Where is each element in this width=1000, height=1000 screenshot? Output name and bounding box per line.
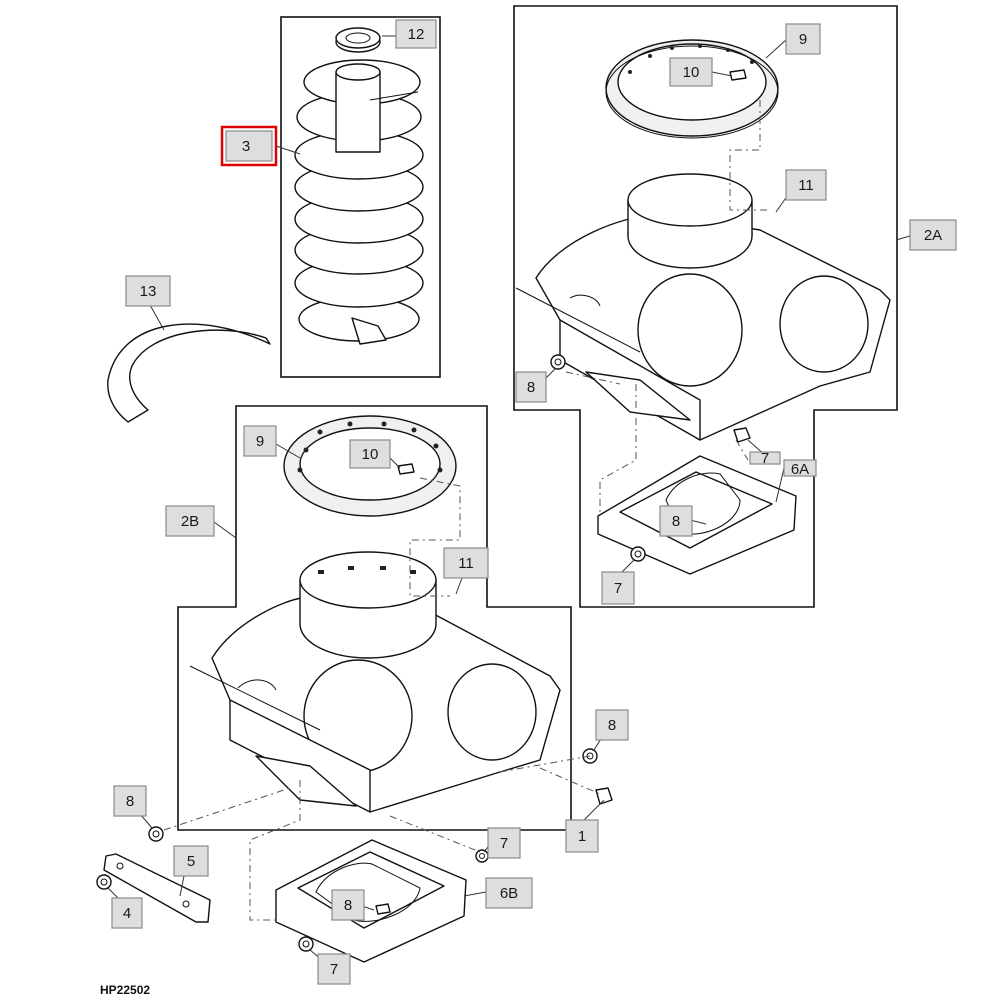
svg-text:7: 7 — [330, 961, 338, 978]
svg-text:10: 10 — [362, 446, 379, 463]
svg-text:8: 8 — [672, 513, 680, 530]
housing-2a-frame — [513, 5, 898, 608]
nut-7-bottom — [298, 936, 314, 952]
bolt-1-part — [595, 787, 613, 805]
callout-2b[interactable]: 2B — [165, 505, 215, 537]
callout-4[interactable]: 4 — [111, 897, 143, 929]
nut-8-left — [148, 826, 164, 842]
svg-text:9: 9 — [799, 31, 807, 48]
callout-9-upper[interactable]: 9 — [785, 23, 821, 55]
callout-13[interactable]: 13 — [125, 275, 171, 307]
svg-text:2B: 2B — [181, 513, 199, 530]
callout-1[interactable]: 1 — [565, 819, 599, 853]
plate-5-part — [103, 853, 211, 923]
figure-id: HP22502 — [100, 983, 150, 997]
svg-text:7: 7 — [500, 835, 508, 852]
screw-10-upper — [729, 69, 747, 81]
callout-7-upper[interactable]: 7 — [749, 450, 781, 467]
svg-text:8: 8 — [344, 897, 352, 914]
screw-8-lower — [375, 903, 391, 915]
nut-4-part — [96, 874, 112, 890]
svg-text:1: 1 — [578, 828, 586, 845]
svg-text:7: 7 — [761, 450, 769, 467]
callout-7-bottom[interactable]: 7 — [317, 953, 351, 985]
callout-7-base-6a[interactable]: 7 — [601, 571, 635, 605]
svg-text:2A: 2A — [924, 227, 942, 244]
callout-7-mid[interactable]: 7 — [487, 827, 521, 859]
svg-text:7: 7 — [614, 580, 622, 597]
nut-7-lower-right — [630, 546, 646, 562]
svg-text:3: 3 — [242, 138, 250, 155]
auger-part — [294, 59, 424, 345]
svg-text:4: 4 — [123, 905, 131, 922]
svg-text:8: 8 — [527, 379, 535, 396]
callout-10-upper[interactable]: 10 — [669, 57, 713, 87]
svg-text:6A: 6A — [791, 461, 809, 478]
svg-text:11: 11 — [798, 177, 814, 194]
ring-9-upper — [605, 39, 779, 139]
svg-text:8: 8 — [608, 717, 616, 734]
assembly-lines — [163, 100, 770, 921]
svg-text:8: 8 — [126, 793, 134, 810]
callout-2a[interactable]: 2A — [909, 219, 957, 251]
wear-strip-part — [107, 323, 271, 423]
callout-3-highlight — [220, 125, 278, 167]
bolt-7-upper — [733, 427, 751, 443]
svg-text:9: 9 — [256, 433, 264, 450]
callout-8-upper-left[interactable]: 8 — [515, 371, 547, 403]
callout-8-base-6a[interactable]: 8 — [659, 505, 693, 537]
nut-8-upper — [550, 354, 566, 370]
nut-7-mid — [475, 849, 489, 863]
svg-text:11: 11 — [458, 555, 474, 572]
callout-5[interactable]: 5 — [173, 845, 209, 877]
svg-text:5: 5 — [187, 853, 195, 870]
auger-frame — [280, 16, 441, 378]
callout-8-right[interactable]: 8 — [595, 709, 629, 741]
callout-11-lower[interactable]: 11 — [443, 547, 489, 579]
base-6a-part — [597, 455, 797, 575]
callout-8-left[interactable]: 8 — [113, 785, 147, 817]
callout-12[interactable]: 12 — [395, 19, 437, 49]
callout-8-base-6b[interactable]: 8 — [331, 889, 365, 921]
callout-11-upper[interactable]: 11 — [785, 169, 827, 201]
svg-text:6B: 6B — [500, 885, 518, 902]
svg-text:13: 13 — [140, 283, 157, 300]
svg-text:10: 10 — [683, 64, 700, 81]
callout-9-lower[interactable]: 9 — [243, 425, 277, 457]
housing-2b-part — [189, 551, 561, 813]
screw-10-lower — [397, 463, 415, 475]
callout-6b[interactable]: 6B — [485, 877, 533, 909]
callout-6a[interactable]: 6A — [783, 459, 817, 478]
callout-10-lower[interactable]: 10 — [349, 439, 391, 469]
svg-text:12: 12 — [408, 26, 425, 43]
seal-part — [335, 27, 381, 53]
housing-2a-part — [515, 173, 891, 441]
callout-3[interactable]: 3 — [220, 125, 278, 167]
